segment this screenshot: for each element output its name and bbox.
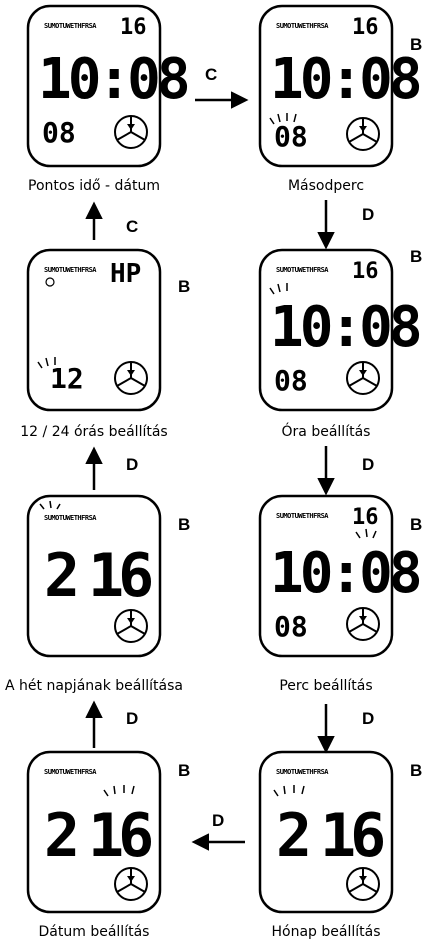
time-readout: 10:08 — [270, 295, 420, 360]
blink-marks-icon — [37, 357, 56, 369]
dial-icon — [114, 361, 148, 395]
caption-weekday-setting: A hét napjának beállítása — [5, 678, 183, 694]
caption-month-setting: Hónap beállítás — [272, 924, 381, 940]
caption-seconds: Másodperc — [288, 178, 364, 194]
blink-marks-icon — [39, 500, 61, 510]
panel-12-24-hour: SUMOTUWETHFRSA HP 12 — [26, 248, 162, 412]
caption-minute-setting: Perc beállítás — [279, 678, 372, 694]
weekday-indicator: SUMOTUWETHFRSA — [44, 22, 97, 30]
dial-icon — [346, 607, 380, 641]
watch-face-outline — [26, 4, 162, 168]
caption-date-setting: Dátum beállítás — [39, 924, 150, 940]
key-label-b: B — [410, 35, 422, 54]
time-readout: 10:08 — [270, 47, 420, 112]
month-readout: 2 — [276, 801, 312, 871]
day-readout: 16 — [88, 541, 151, 611]
caption-12-24: 12 / 24 órás beállítás — [20, 424, 167, 440]
seconds-readout: 08 — [274, 120, 308, 153]
key-label-b: B — [410, 247, 422, 266]
watch-face-outline — [258, 494, 394, 658]
weekday-indicator: SUMOTUWETHFRSA — [44, 768, 97, 776]
watch-face-outline — [26, 248, 162, 412]
key-label-b: B — [410, 761, 422, 780]
key-label-d: D — [362, 709, 374, 728]
caption-hour-setting: Óra beállítás — [282, 422, 371, 440]
day-readout: 16 — [320, 801, 383, 871]
key-label-d: D — [362, 455, 374, 474]
date-readout: 16 — [120, 15, 147, 40]
dial-icon — [346, 361, 380, 395]
seconds-readout: 08 — [274, 610, 308, 643]
seconds-readout: 08 — [274, 364, 308, 397]
weekday-indicator: SUMOTUWETHFRSA — [276, 266, 329, 274]
watch-face-outline — [26, 494, 162, 658]
panel-minute-setting: SUMOTUWETHFRSA 16 10:08 08 — [258, 494, 424, 658]
key-label-c: C — [126, 217, 138, 236]
key-label-b: B — [178, 277, 190, 296]
dial-icon — [346, 867, 380, 901]
caption-current-time: Pontos idő - dátum — [28, 178, 160, 194]
weekday-indicator: SUMOTUWETHFRSA — [276, 22, 329, 30]
key-label-c: C — [205, 65, 217, 84]
panel-date-setting: SUMOTUWETHFRSA 2 16 — [26, 750, 162, 914]
key-label-b: B — [178, 761, 190, 780]
day-readout: 16 — [88, 801, 151, 871]
weekday-indicator: SUMOTUWETHFRSA — [44, 266, 97, 274]
weekday-indicator: SUMOTUWETHFRSA — [276, 512, 329, 520]
watch-face-outline — [258, 4, 394, 168]
weekday-indicator: SUMOTUWETHFRSA — [44, 514, 97, 522]
key-label-b: B — [178, 515, 190, 534]
pm-indicator-icon — [45, 277, 55, 287]
time-readout: 10:08 — [38, 47, 188, 112]
blink-marks-icon — [103, 785, 135, 797]
watch-face-outline — [258, 750, 394, 914]
month-readout: 2 — [44, 541, 80, 611]
watch-face-outline — [26, 750, 162, 914]
hour-mode-readout: HP — [110, 259, 141, 289]
blink-marks-icon — [269, 113, 297, 125]
panel-hour-setting: SUMOTUWETHFRSA 16 10:08 08 — [258, 248, 424, 412]
key-label-d: D — [362, 205, 374, 224]
key-label-d: D — [126, 709, 138, 728]
dial-icon — [346, 117, 380, 151]
watch-face-outline — [258, 248, 394, 412]
hour-mode-value: 12 — [50, 362, 84, 395]
weekday-indicator: SUMOTUWETHFRSA — [276, 768, 329, 776]
panel-current-time: SUMOTUWETHFRSA 16 10:08 08 — [26, 4, 192, 168]
blink-marks-icon — [273, 785, 305, 797]
blink-marks-icon — [269, 283, 288, 295]
date-readout: 16 — [352, 259, 379, 284]
key-label-d: D — [126, 455, 138, 474]
blink-marks-icon — [355, 528, 377, 539]
seconds-readout: 08 — [42, 116, 76, 149]
date-readout: 16 — [352, 505, 379, 530]
time-readout: 10:08 — [270, 541, 420, 606]
dial-icon — [114, 867, 148, 901]
panel-weekday-setting: SUMOTUWETHFRSA 2 16 — [26, 494, 162, 658]
panel-month-setting: SUMOTUWETHFRSA 2 16 — [258, 750, 394, 914]
date-readout: 16 — [352, 15, 379, 40]
dial-icon — [114, 609, 148, 643]
month-readout: 2 — [44, 801, 80, 871]
dial-icon — [114, 115, 148, 149]
key-label-d: D — [212, 811, 224, 830]
key-label-b: B — [410, 515, 422, 534]
panel-seconds: SUMOTUWETHFRSA 16 10:08 08 — [258, 4, 424, 168]
